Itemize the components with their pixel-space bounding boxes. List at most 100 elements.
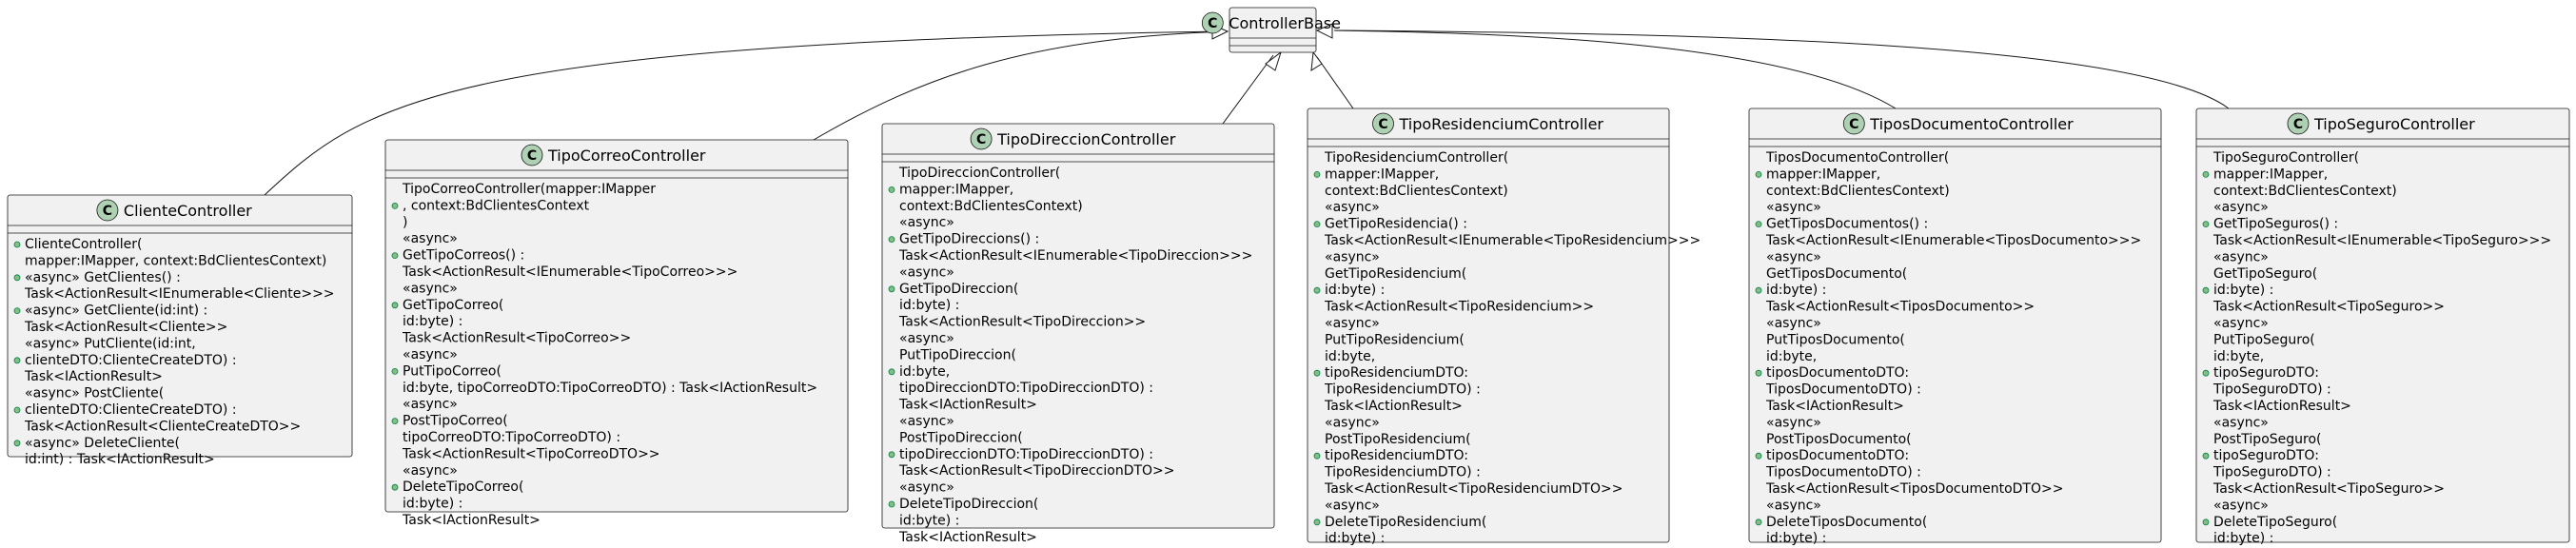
class-member: Task<ActionResult<TipoResidencium>> [1324,300,1594,315]
class-member: Task<ActionResult<TipoSeguro>> [2212,300,2445,315]
class-member: id:byte) : [899,513,959,528]
class-member: tiposDocumentoDTO: [1766,365,1909,381]
class-member: mapper:IMapper, [1766,166,1880,182]
inheritance-arrowhead [1315,23,1333,39]
public-visibility-icon [2202,369,2210,377]
class-member: Task<ActionResult<IEnumerable<TipoReside… [1324,233,1701,248]
class-member: context:BdClientesContext) [899,199,1083,214]
class-member: PostTipoSeguro( [2213,432,2322,447]
class-member: GetTipoSeguro( [2213,266,2317,282]
class-member: Task<ActionResult<IEnumerable<TipoCorreo… [402,264,737,280]
public-visibility-icon [1313,221,1321,228]
class-box [1307,108,1670,543]
class-member: GetTiposDocumento( [1766,266,1907,282]
class-badge-letter: C [527,148,537,164]
class-member: PostTipoCorreo( [403,414,508,429]
class-member: Task<ActionResult<Cliente>> [24,320,227,335]
public-visibility-icon [888,451,895,459]
class-member: «async» [2213,316,2269,331]
class-member: «async» [403,281,458,296]
class-member: TipoResidenciumDTO) : [1324,465,1481,480]
class-member: PutTiposDocumento( [1766,332,1905,347]
class-member: GetTipoCorreos() : [403,248,524,264]
class-member: Task<ActionResult<TiposDocumentoDTO>> [1765,481,2063,497]
class-member: mapper:IMapper, [899,182,1013,197]
public-visibility-icon [1755,286,1762,294]
public-visibility-icon [888,500,895,508]
class-member: context:BdClientesContext) [2213,184,2397,199]
class-member: clienteDTO:ClienteCreateDTO) : [25,353,237,368]
class-member: GetTipoCorreo( [403,298,503,313]
class-badge-letter: C [1849,117,1858,132]
class-member: «async» [403,397,458,412]
public-visibility-icon [1755,519,1762,526]
class-member: PutTipoCorreo( [403,363,501,379]
class-member: «async» [1325,249,1380,264]
class-member: tipoResidenciumDTO: [1325,448,1468,463]
class-member: Task<ActionResult<IEnumerable<TiposDocum… [1765,233,2141,248]
public-visibility-icon [2202,519,2210,526]
inheritance-edges [264,23,2230,196]
class-member: mapper:IMapper, context:BdClientesContex… [25,253,326,268]
public-visibility-icon [2202,170,2210,178]
class-member: id:byte) : [1325,531,1385,546]
class-badge-icon [1372,112,1394,135]
class-member: GetTipoDireccion( [899,282,1018,297]
class-member: tipoSeguroDTO: [2213,448,2319,463]
class-member: Task<IActionResult> [1765,399,1904,414]
inheritance-arrowhead [1310,50,1323,71]
class-member: GetTipoDireccions() : [899,232,1039,247]
class-box [7,194,353,458]
public-visibility-icon [2202,221,2210,228]
class-name: ControllerBase [1229,14,1341,32]
class-member: «async» [899,215,954,230]
class-member: DeleteTipoDireccion( [899,497,1038,512]
class-member: «async» [899,414,954,429]
class-member: PostTipoDireccion( [899,430,1023,445]
class-member: TipoDireccionController( [898,166,1060,181]
public-visibility-icon [1755,452,1762,460]
class-name: ClienteController [124,202,252,220]
class-member: id:byte, [1766,349,1817,364]
class-member: Task<IActionResult> [1324,399,1463,414]
class-member: Task<ActionResult<IEnumerable<Cliente>>> [24,286,335,302]
class-box [2195,108,2570,543]
class-member: «async» [1766,249,1821,264]
class-member: Task<ActionResult<IEnumerable<TipoDirecc… [898,248,1252,264]
public-visibility-icon [13,440,21,447]
class-name: TiposDocumentoController [1869,115,2074,133]
class-name: TipoDireccionController [996,130,1176,148]
class-member: «async» [1325,316,1380,331]
class-badge-icon [1842,112,1865,135]
public-visibility-icon [1313,519,1321,526]
class-member: Task<ActionResult<ClienteCreateDTO>> [24,419,301,434]
class-member: tiposDocumentoDTO: [1766,448,1909,463]
public-visibility-icon [2202,286,2210,294]
public-visibility-icon [391,302,399,309]
class-member: «async» PutCliente(id:int, [25,336,196,351]
class-member: DeleteTipoSeguro( [2213,515,2337,530]
class-member: Task<ActionResult<IEnumerable<TipoSeguro… [2212,233,2551,248]
public-visibility-icon [2202,452,2210,460]
class-member: «async» [1325,498,1380,513]
public-visibility-icon [13,357,21,364]
class-member: tipoCorreoDTO:TipoCorreoDTO) : [403,430,620,445]
class-member: id:byte, [1325,349,1375,364]
public-visibility-icon [1313,452,1321,460]
class-member: id:byte) : [899,298,959,313]
class-member: tipoDireccionDTO:TipoDireccionDTO) : [899,381,1153,396]
public-visibility-icon [391,252,399,260]
class-member: GetTipoResidencium( [1325,266,1466,282]
class-member: TiposDocumentoController( [1765,150,1949,166]
class-member: TipoSeguroController( [2212,150,2359,166]
class-member: TipoResidenciumDTO) : [1324,382,1481,398]
class-member: «async» GetCliente(id:int) : [25,303,207,319]
class-member: id:byte) : [1766,531,1826,546]
class-member: «async» GetClientes() : [25,270,181,285]
class-badge-icon [1201,11,1224,34]
